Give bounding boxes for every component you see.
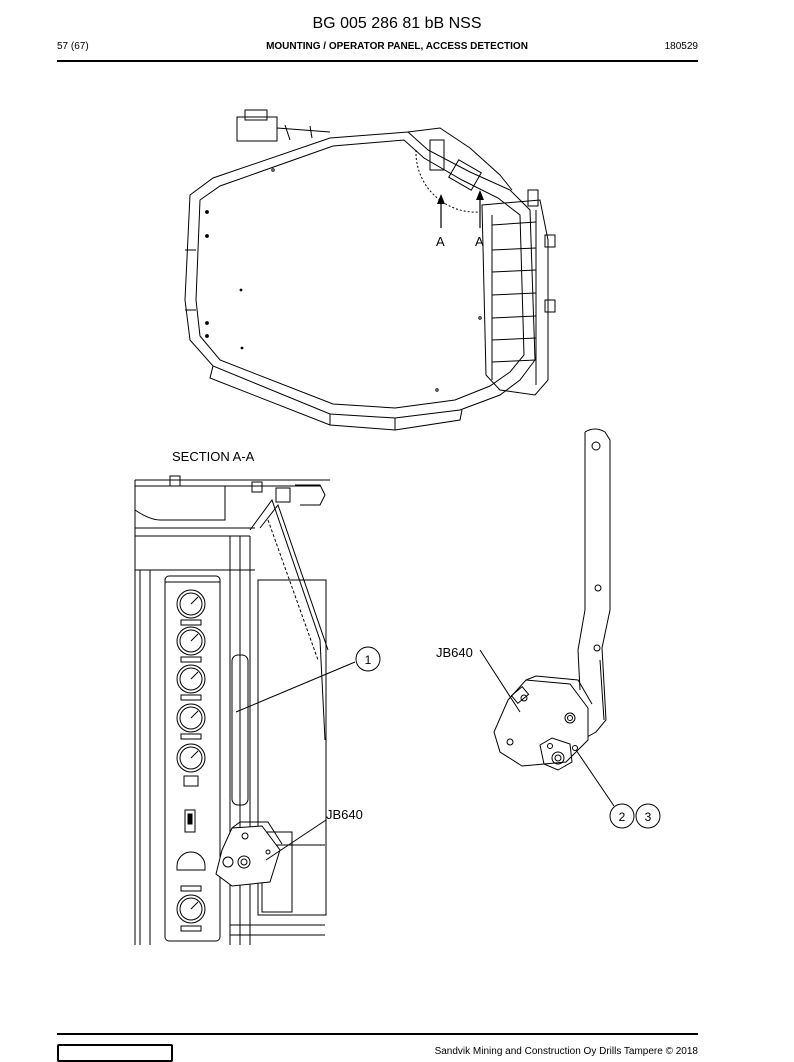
footer-rule [57, 1033, 698, 1035]
jb640-label-detail: JB640 [436, 645, 473, 660]
section-title: MOUNTING / OPERATOR PANEL, ACCESS DETECT… [266, 41, 528, 52]
page-number: 57 (67) [57, 41, 89, 52]
detail-bracket [577, 428, 611, 743]
callout-3-label: 3 [645, 810, 652, 824]
callout-2-label: 2 [619, 810, 626, 824]
jb640-box-detail [493, 675, 593, 771]
section-marker-right: A [475, 234, 484, 249]
jb640-box-section [215, 821, 283, 887]
callout-2-circle [609, 803, 635, 829]
callout-1-circle [355, 646, 381, 672]
header-rule [57, 60, 698, 62]
footer-copyright: Sandvik Mining and Construction Oy Drill… [434, 1046, 698, 1057]
callout-1-label: 1 [365, 653, 372, 667]
section-marker-left: A [436, 234, 445, 249]
detail-leaders [479, 649, 615, 807]
top-view-cab [184, 109, 556, 431]
section-title-label: SECTION A-A [172, 449, 255, 464]
document-id: BG 005 286 81 bB NSS [312, 15, 482, 32]
section-leaders [235, 661, 356, 861]
date-code: 180529 [664, 41, 698, 52]
company-logo [57, 1044, 173, 1062]
panel-gauges [176, 589, 206, 932]
callout-3-circle [635, 803, 661, 829]
jb640-label-section: JB640 [326, 807, 363, 822]
section-arrows [437, 190, 484, 228]
